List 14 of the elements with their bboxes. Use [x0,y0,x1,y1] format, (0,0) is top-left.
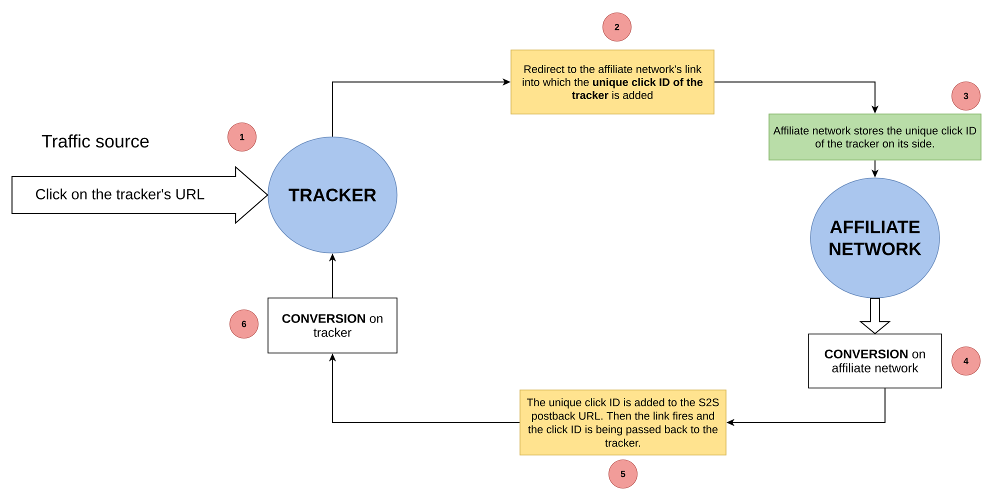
edge-label: Click on the tracker's URL [34,188,206,200]
callout-number: 6 [229,309,259,339]
process-box: The unique click ID is added to the S2S postback URL. Then the link fires and the click ID is being passed back to the tracker. [520,390,726,456]
callout-number: 4 [951,346,981,376]
process-box: Affiliate network stores the unique click ID of the tracker on its side. [768,114,982,160]
callout-number: 3 [951,81,981,111]
callout-number: 2 [602,12,632,42]
process-box: CONVERSION on affiliate network [808,334,942,388]
block-arrow [859,298,891,334]
process-box: CONVERSION on tracker [268,298,398,354]
process-box: Redirect to the affiliate network's link into which the unique click ID of the tracker is added [510,50,714,114]
callout-number: 1 [227,122,257,152]
text-label: Traffic source [42,134,149,148]
callout-number: 5 [608,459,638,489]
